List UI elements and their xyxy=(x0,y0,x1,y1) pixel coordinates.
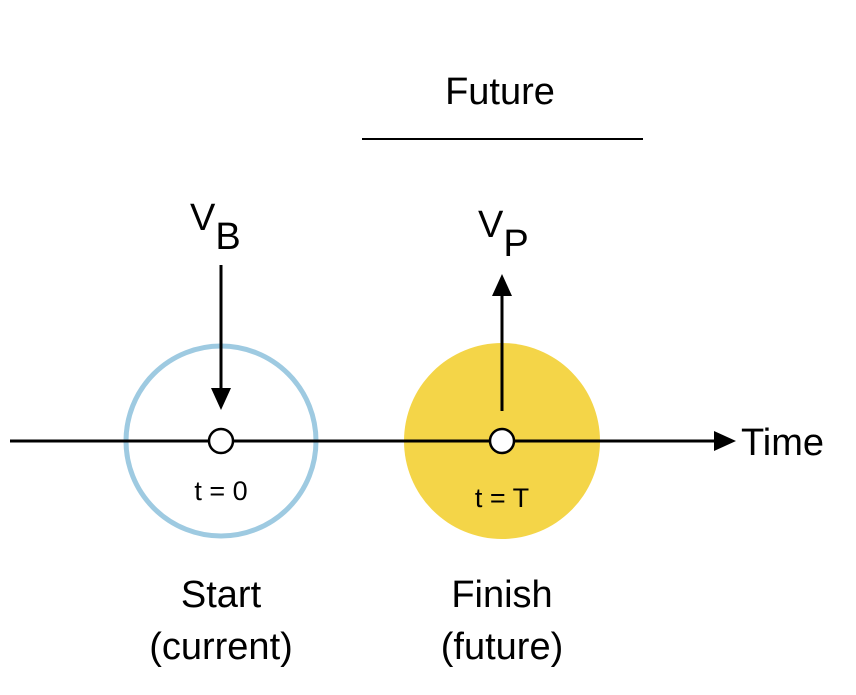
finish-caption-title: Finish xyxy=(451,574,552,616)
finish-caption-subtitle: (future) xyxy=(441,626,563,668)
start-time-label: t = 0 xyxy=(194,476,247,506)
finish-time-label: t = T xyxy=(475,483,529,513)
start-caption-subtitle: (current) xyxy=(149,626,293,668)
time-axis-label: Time xyxy=(741,422,824,464)
finish-symbol: V xyxy=(478,204,504,246)
time-axis-arrowhead xyxy=(714,431,736,451)
start-caption-title: Start xyxy=(181,574,262,616)
start-subscript: B xyxy=(215,216,240,258)
start-symbol: V xyxy=(190,197,216,239)
finish-arrow-head xyxy=(492,274,512,296)
finish-point xyxy=(488,427,516,455)
finish-variable-label: VP xyxy=(478,204,529,265)
finish-subscript: P xyxy=(503,223,528,265)
start-arrow-head xyxy=(211,388,231,410)
start-variable-label: VB xyxy=(190,197,241,258)
start-point xyxy=(207,427,235,455)
future-heading: Future xyxy=(445,71,555,113)
